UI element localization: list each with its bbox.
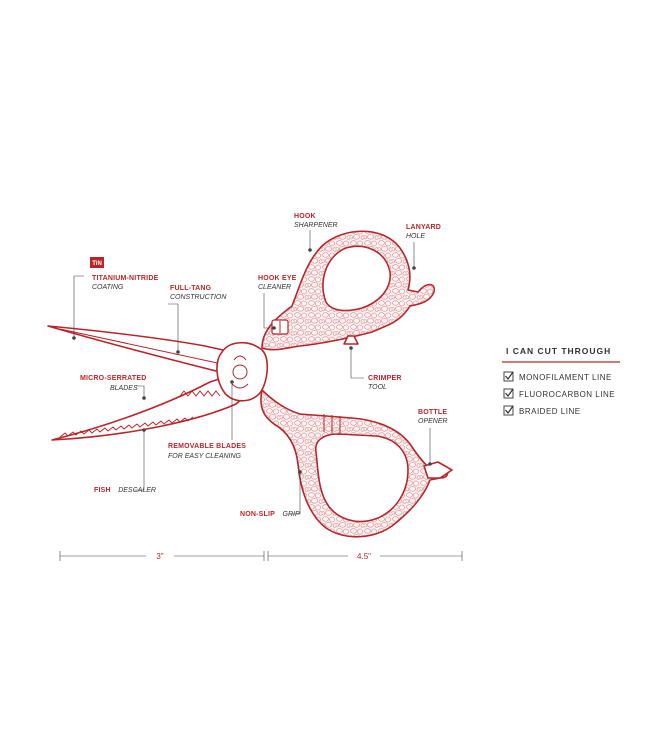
checkmark-icon (505, 388, 514, 397)
callout-micro-serrated: MICRO-SERRATED BLADES (80, 375, 146, 400)
callout-lanyard-sub: HOLE (406, 233, 425, 240)
callout-fish-descaler: FISH DESCALER (94, 428, 156, 496)
pivot-hole (232, 364, 248, 380)
callout-hook-sub: SHARPENER (294, 222, 338, 229)
callout-removable-sub: FOR EASY CLEANING (168, 453, 242, 460)
callout-bottle-opener: BOTTLE OPENER (418, 409, 448, 466)
callout-hook-title: HOOK (294, 213, 316, 220)
callout-bottle-sub: OPENER (418, 418, 448, 425)
callout-fish-sub: DESCALER (118, 487, 156, 494)
checkmark-icon (505, 371, 514, 380)
tin-badge-text: TiN (92, 261, 102, 267)
callout-lanyard-hole: LANYARD HOLE (406, 224, 441, 270)
checkbox-icon (503, 388, 514, 399)
callout-crimper-title: CRIMPER (368, 375, 402, 382)
dimension-left-label: 3" (156, 552, 163, 561)
callout-removable-blades: REMOVABLE BLADES FOR EASY CLEANING (168, 380, 246, 460)
callout-bottle-title: BOTTLE (418, 409, 447, 416)
callout-serrated-sub: BLADES (110, 385, 138, 392)
callout-serrated-title: MICRO-SERRATED (80, 375, 146, 382)
callout-hook-eye-sub: CLEANER (258, 284, 291, 291)
serration-teeth (59, 416, 194, 438)
cut-through-item-braided: BRAIDED LINE (503, 405, 581, 416)
callout-crimper: CRIMPER TOOL (349, 346, 401, 391)
callout-crimper-sub: TOOL (368, 384, 387, 391)
cut-through-item-label: FLUOROCARBON LINE (519, 390, 615, 399)
callout-full-tang-title: FULL-TANG (170, 285, 212, 292)
tin-badge: TiN (90, 257, 104, 268)
callout-full-tang: FULL-TANG CONSTRUCTION (168, 285, 227, 354)
crimper-notch (343, 335, 359, 345)
cut-through-title: I CAN CUT THROUGH (506, 346, 611, 356)
cut-through-item-label: MONOFILAMENT LINE (519, 373, 612, 382)
bottle-opener (423, 461, 453, 479)
checkmark-icon (505, 405, 514, 414)
callout-removable-title: REMOVABLE BLADES (168, 443, 246, 450)
dimension-left: 3" (59, 549, 265, 563)
callout-grip-sub: GRIP (283, 511, 300, 518)
lower-handle-loop (314, 433, 409, 523)
callout-titanium-nitride-sub: COATING (92, 284, 124, 291)
callout-fish-title: FISH (94, 487, 111, 494)
callout-full-tang-sub: CONSTRUCTION (170, 294, 227, 301)
checkbox-icon (503, 371, 514, 382)
scissors-illustration (47, 230, 453, 538)
dimension-right-label: 4.5" (357, 552, 371, 561)
pivot-body (216, 341, 269, 402)
callout-hook-eye-title: HOOK EYE (258, 275, 297, 282)
callout-hook-sharpener: HOOK SHARPENER (294, 213, 338, 252)
upper-handle-loop (322, 245, 391, 312)
callout-lanyard-title: LANYARD (406, 224, 441, 231)
callout-titanium-nitride: TITANIUM-NITRIDE COATING (72, 275, 158, 340)
dimension-right: 4.5" (267, 549, 463, 563)
callout-grip-title: NON-SLIP (240, 511, 275, 518)
checkbox-icon (503, 405, 514, 416)
callout-titanium-nitride-title: TITANIUM-NITRIDE (92, 275, 159, 282)
callout-fish-text: FISH DESCALER (94, 479, 156, 496)
cut-through-panel: I CAN CUT THROUGH MONOFILAMENT LINE FLUO… (502, 346, 620, 416)
cut-through-item-label: BRAIDED LINE (519, 407, 581, 416)
callout-hook-eye-cleaner: HOOK EYE CLEANER (258, 275, 297, 330)
callout-grip-text: NON-SLIP GRIP (240, 503, 300, 520)
callout-non-slip-grip: NON-SLIP GRIP (240, 470, 302, 520)
upper-blade (47, 325, 241, 375)
cut-through-item-fluorocarbon: FLUOROCARBON LINE (503, 388, 615, 399)
cut-through-item-monofilament: MONOFILAMENT LINE (503, 371, 612, 382)
